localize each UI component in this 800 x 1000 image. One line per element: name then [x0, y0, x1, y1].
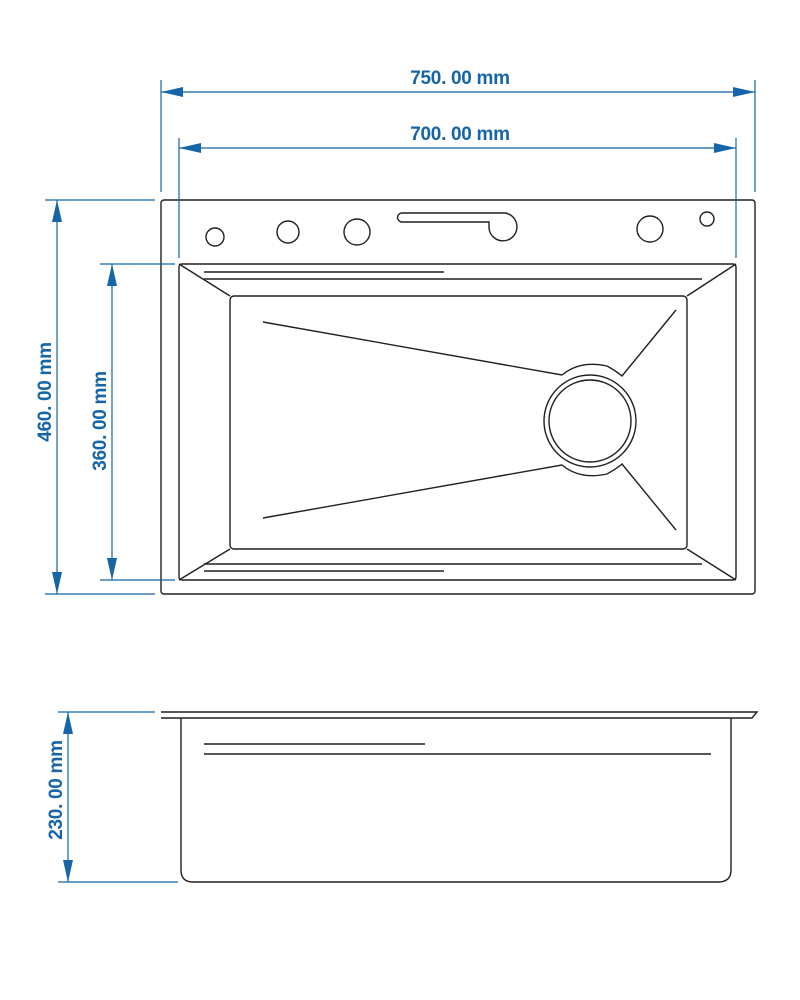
accessory-hole: [205, 227, 225, 247]
overall-depth-label: 460. 00 mm: [35, 342, 56, 441]
sink-outer-rim: [160, 199, 756, 595]
drain-inner-ring: [548, 379, 632, 463]
drain-outer-ring: [543, 374, 637, 468]
accessory-hole: [636, 215, 664, 243]
height-label: 230. 00 mm: [46, 740, 67, 839]
accessory-hole: [276, 220, 300, 244]
side-view: [161, 711, 759, 883]
basin-floor: [229, 295, 688, 550]
basin-opening: [178, 263, 737, 581]
top-view: [160, 199, 756, 595]
drain-groove-upper: [262, 309, 677, 377]
inner-depth-label: 360. 00 mm: [90, 371, 111, 470]
sink-rim-side: [161, 711, 759, 719]
sink-body-side: [180, 718, 732, 883]
faucet-slot: [396, 212, 518, 242]
accessory-hole: [699, 211, 715, 227]
drain-groove-lower: [262, 463, 677, 531]
dimension-lines: [45, 80, 756, 883]
overall-width-label: 750. 00 mm: [410, 68, 509, 89]
accessory-hole: [343, 218, 371, 246]
inner-width-label: 700. 00 mm: [410, 124, 509, 145]
